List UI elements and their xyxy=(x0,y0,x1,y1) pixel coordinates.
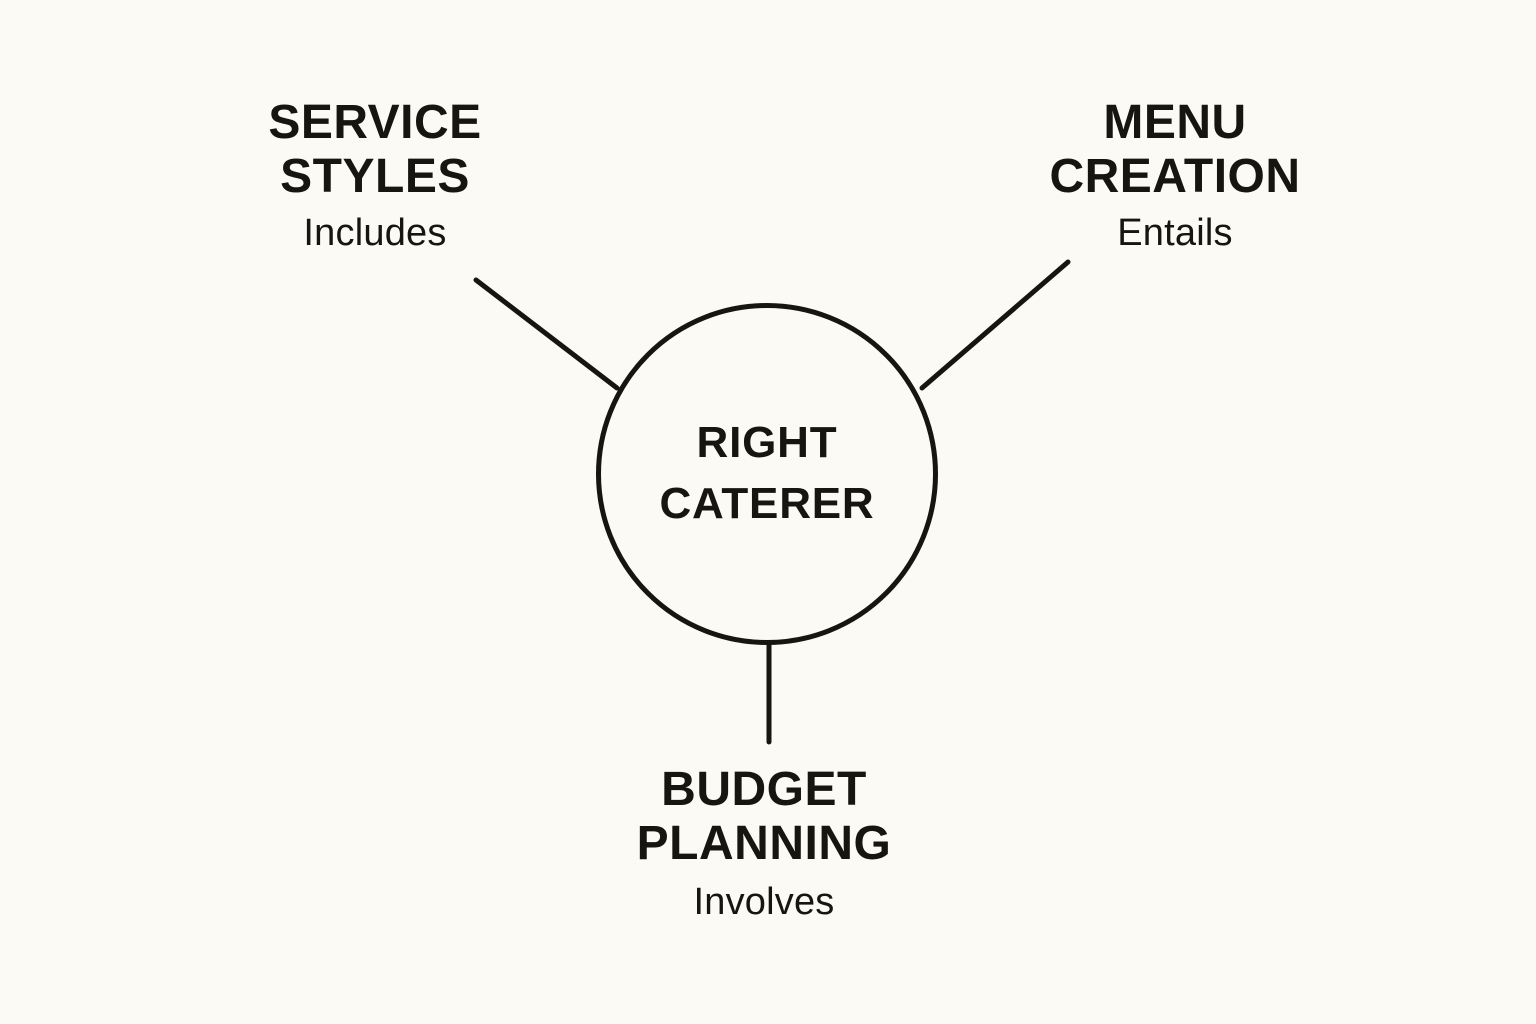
branch-menu-creation-title: MENU CREATION xyxy=(1049,96,1301,203)
branch-budget-planning: BUDGET PLANNING Involves xyxy=(564,763,964,923)
connector-line-menu-creation xyxy=(919,259,1071,391)
center-node-right-caterer: RIGHT CATERER xyxy=(596,303,938,645)
branch-service-styles-title: SERVICE STYLES xyxy=(268,96,482,203)
branch-budget-planning-relation: Involves xyxy=(693,880,835,923)
branch-budget-planning-title: BUDGET PLANNING xyxy=(636,763,892,870)
connector-line-service-styles xyxy=(473,277,620,391)
branch-service-styles: SERVICE STYLES Includes xyxy=(175,96,575,254)
branch-menu-creation: MENU CREATION Entails xyxy=(975,96,1375,254)
branch-menu-creation-relation: Entails xyxy=(1117,211,1233,254)
branch-service-styles-relation: Includes xyxy=(303,211,447,254)
center-node-label: RIGHT CATERER xyxy=(659,418,875,528)
